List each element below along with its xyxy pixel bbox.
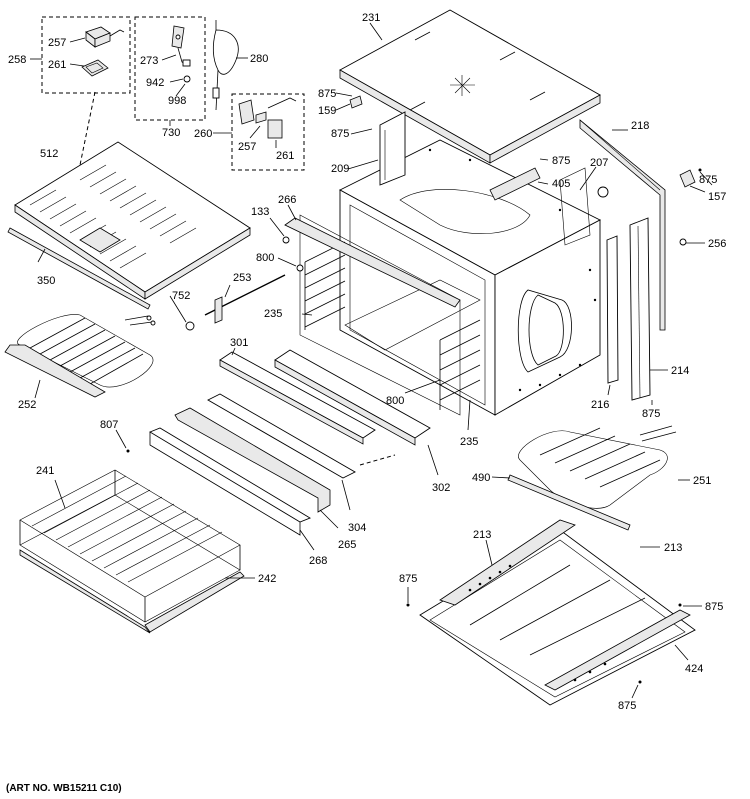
part-252-bake-element xyxy=(4,314,156,399)
callout-875-d: 875 xyxy=(699,174,717,186)
part-807-screw xyxy=(126,449,130,453)
callout-214: 214 xyxy=(671,365,689,377)
part-253-rod xyxy=(204,274,286,324)
part-265-trim xyxy=(174,407,331,513)
callout-265: 265 xyxy=(338,539,356,551)
part-405-bracket xyxy=(489,167,541,201)
part-280-probe xyxy=(212,20,248,111)
callout-133: 133 xyxy=(251,206,269,218)
part-231-top-panel xyxy=(339,9,601,164)
callout-207: 207 xyxy=(590,157,608,169)
callout-875-g: 875 xyxy=(705,601,723,613)
callout-998: 998 xyxy=(168,95,186,107)
callout-752: 752 xyxy=(172,290,190,302)
callout-258: 258 xyxy=(8,54,26,66)
callout-875-a: 875 xyxy=(318,88,336,100)
callout-218: 218 xyxy=(631,120,649,132)
callout-209: 209 xyxy=(331,163,349,175)
callout-301: 301 xyxy=(230,337,248,349)
callout-213-a: 213 xyxy=(473,529,491,541)
part-216-bracket xyxy=(606,235,619,384)
part-302-panel xyxy=(274,349,431,446)
callout-350: 350 xyxy=(37,275,55,287)
callout-273: 273 xyxy=(140,55,158,67)
part-241-rack xyxy=(19,469,245,634)
part-214-bracket xyxy=(629,217,651,401)
callout-268: 268 xyxy=(309,555,327,567)
callout-252: 252 xyxy=(18,399,36,411)
callout-942: 942 xyxy=(146,77,164,89)
part-424-bottom-tray xyxy=(419,519,696,706)
callout-256: 256 xyxy=(708,238,726,250)
callout-253: 253 xyxy=(233,272,251,284)
callout-242: 242 xyxy=(258,573,276,585)
part-752-screw xyxy=(185,321,195,331)
callout-875-h: 875 xyxy=(618,700,636,712)
part-157-switch xyxy=(679,168,702,188)
kit-box-730 xyxy=(134,16,206,126)
part-159-clip xyxy=(349,95,363,109)
part-301-panel xyxy=(219,351,376,445)
callout-280: 280 xyxy=(250,53,268,65)
callout-800-b: 800 xyxy=(386,395,404,407)
callout-labels: 231 875 159 875 209 218 875 207 405 875 … xyxy=(8,12,726,712)
callout-235-a: 235 xyxy=(264,308,282,320)
callout-800-a: 800 xyxy=(256,252,274,264)
callout-157: 157 xyxy=(708,191,726,203)
callout-512: 512 xyxy=(40,148,58,160)
callout-257-a: 257 xyxy=(48,37,66,49)
callout-251: 251 xyxy=(693,475,711,487)
callout-875-c: 875 xyxy=(552,155,570,167)
part-251-broil-element xyxy=(518,425,677,509)
part-209-bracket xyxy=(379,111,406,186)
part-350-rail xyxy=(7,227,151,310)
callout-490: 490 xyxy=(472,472,490,484)
callout-213-b: 213 xyxy=(664,542,682,554)
callout-257-b: 257 xyxy=(238,141,256,153)
kit-box-258 xyxy=(30,16,131,94)
part-490-rail xyxy=(507,474,631,531)
callout-159: 159 xyxy=(318,105,336,117)
callout-875-e: 875 xyxy=(642,408,660,420)
callout-235-b: 235 xyxy=(460,436,478,448)
part-268-trim xyxy=(148,427,312,536)
callout-266: 266 xyxy=(278,194,296,206)
oven-cavity xyxy=(299,139,609,416)
callout-260: 260 xyxy=(194,128,212,140)
callout-302: 302 xyxy=(432,482,450,494)
part-512-panel xyxy=(14,141,251,300)
callout-875-f: 875 xyxy=(399,573,417,585)
callout-424: 424 xyxy=(685,663,703,675)
callout-261-a: 261 xyxy=(48,59,66,71)
callout-241: 241 xyxy=(36,465,54,477)
callout-405: 405 xyxy=(552,178,570,190)
part-266-trim xyxy=(284,217,461,308)
callout-875-b: 875 xyxy=(331,128,349,140)
part-304-trim xyxy=(207,393,356,479)
part-207-bracket xyxy=(559,167,591,246)
art-number: (ART NO. WB15211 C10) xyxy=(6,783,122,794)
callout-231: 231 xyxy=(362,12,380,24)
part-256-screw xyxy=(679,238,687,246)
callout-730: 730 xyxy=(162,127,180,139)
callout-216: 216 xyxy=(591,399,609,411)
callout-261-b: 261 xyxy=(276,150,294,162)
part-218-rail xyxy=(579,119,666,331)
part-133-screw xyxy=(282,236,290,244)
kit-box-260 xyxy=(213,93,305,171)
callout-304: 304 xyxy=(348,522,366,534)
part-800-screw xyxy=(296,264,304,272)
callout-807: 807 xyxy=(100,419,118,431)
